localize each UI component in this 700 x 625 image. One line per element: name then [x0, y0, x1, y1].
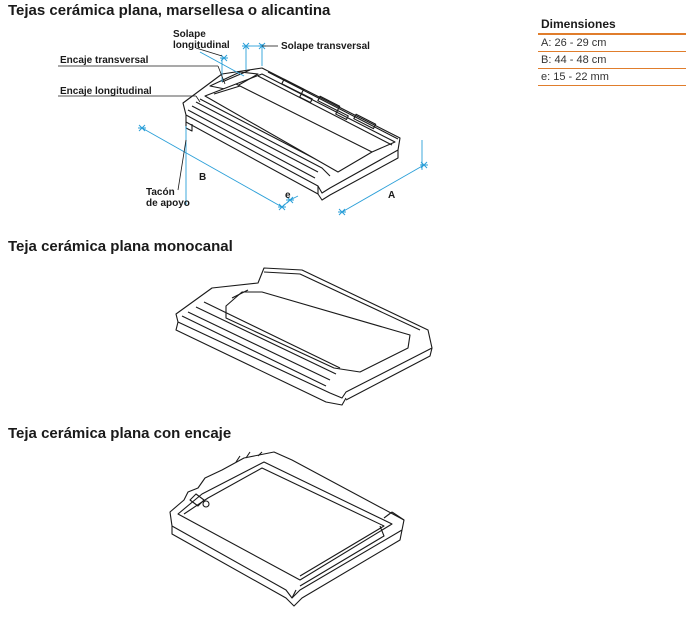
tacon-de-apoyo-label: Tacón de apoyo	[146, 187, 190, 209]
encaje-tile-drawing	[169, 451, 405, 607]
dimension-a-label: A	[388, 190, 396, 201]
dimension-b-row: B: 44 - 48 cm	[538, 52, 686, 69]
solape-longitudinal-label: Solape longitudinal	[173, 29, 230, 51]
encaje-title: Teja cerámica plana con encaje	[8, 425, 232, 442]
marsellesa-dimension-lines	[137, 42, 429, 216]
tacon-line2: de apoyo	[146, 198, 190, 209]
dimension-a-row: A: 26 - 29 cm	[538, 35, 686, 52]
dimension-e-row: e: 15 - 22 mm	[538, 69, 686, 86]
solape-longitudinal-line1: Solape	[173, 29, 206, 40]
marsellesa-leader-lines	[58, 45, 278, 191]
dimension-b-label: B	[199, 172, 207, 183]
encaje-transversal-label: Encaje transversal	[60, 55, 149, 66]
monocanal-tile-drawing	[175, 267, 433, 406]
dimensions-header: Dimensiones	[538, 16, 686, 35]
solape-longitudinal-line2: longitudinal	[173, 40, 230, 51]
dimensions-table: Dimensiones A: 26 - 29 cm B: 44 - 48 cm …	[538, 16, 686, 86]
main-title: Tejas cerámica plana, marsellesa o alica…	[8, 2, 331, 19]
marsellesa-tile-drawing	[182, 67, 401, 201]
solape-transversal-label: Solape transversal	[281, 41, 370, 52]
monocanal-title: Teja cerámica plana monocanal	[8, 238, 233, 255]
encaje-longitudinal-label: Encaje longitudinal	[60, 86, 152, 97]
tacon-line1: Tacón	[146, 187, 175, 198]
dimension-e-label: e	[285, 190, 291, 201]
